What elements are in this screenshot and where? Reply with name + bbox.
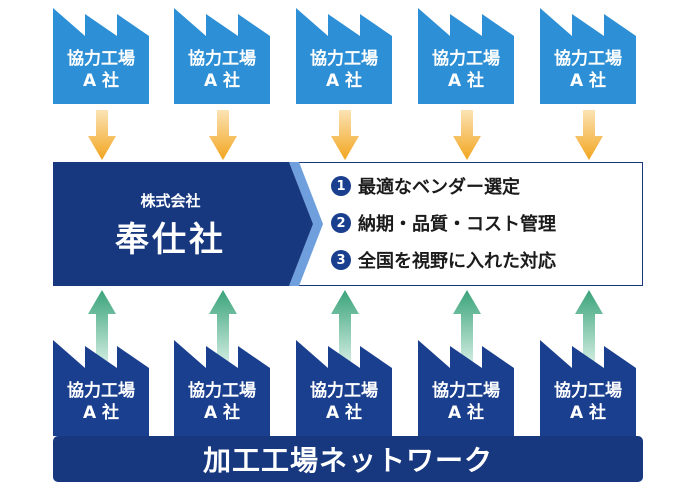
top-factory-5-name: 協力工場 xyxy=(554,49,622,69)
bottom-arrow-5 xyxy=(575,290,603,364)
bottom-factory-5-company: A 社 xyxy=(569,403,607,423)
top-arrow-1 xyxy=(88,110,116,160)
top-factory-4-icon xyxy=(418,8,514,104)
top-factory-5-icon xyxy=(540,8,636,104)
top-factory-4-name: 協力工場 xyxy=(432,49,500,69)
bottom-arrow-4 xyxy=(453,290,481,364)
point-text-2: 納期・品質・コスト管理 xyxy=(358,214,556,235)
point-item-1: 1 最適なベンダー選定 xyxy=(331,172,520,200)
bottom-arrow-1 xyxy=(88,290,116,364)
company-name: 奉仕社 xyxy=(115,220,226,260)
top-factory-5-company: A 社 xyxy=(569,71,607,91)
point-item-3: 3 全国を視野に入れた対応 xyxy=(331,246,556,274)
bottom-factory-4-icon xyxy=(418,340,514,436)
bottom-factory-4-company: A 社 xyxy=(447,403,485,423)
bottom-arrow-2 xyxy=(209,290,237,364)
point-number-badge-1: 1 xyxy=(331,176,351,196)
bottom-factory-3-name: 協力工場 xyxy=(310,381,378,401)
top-factory-2-name: 協力工場 xyxy=(188,49,256,69)
company-panel: 株式会社 奉仕社 1 最適なベンダー選定 2 納期・品質・コスト管理 3 全国を… xyxy=(53,162,643,286)
bottom-factory-4-name: 協力工場 xyxy=(432,381,500,401)
bottom-factory-2-company: A 社 xyxy=(203,403,241,423)
top-factory-2-icon xyxy=(174,8,270,104)
point-text-1: 最適なベンダー選定 xyxy=(358,177,520,198)
network-footer-label: 加工工場ネットワーク xyxy=(202,444,493,477)
bottom-arrow-3 xyxy=(331,290,359,364)
top-factory-1-icon xyxy=(53,8,149,104)
bottom-factory-5-name: 協力工場 xyxy=(554,381,622,401)
bottom-factory-5-icon xyxy=(540,340,636,436)
top-arrow-5 xyxy=(575,110,603,160)
bottom-factory-1-icon xyxy=(53,340,149,436)
network-footer-bar: 加工工場ネットワーク xyxy=(53,436,643,482)
company-type-label: 株式会社 xyxy=(140,192,201,210)
top-factory-3-company: A 社 xyxy=(325,71,363,91)
bottom-factory-2-name: 協力工場 xyxy=(188,381,256,401)
bottom-factory-2-icon xyxy=(174,340,270,436)
top-factory-1-company: A 社 xyxy=(82,71,120,91)
bottom-factory-1-name: 協力工場 xyxy=(67,381,135,401)
top-factory-1-name: 協力工場 xyxy=(67,49,135,69)
top-factory-4-company: A 社 xyxy=(447,71,485,91)
top-arrow-3 xyxy=(331,110,359,160)
point-number-badge-2: 2 xyxy=(331,213,351,233)
bottom-factory-1-company: A 社 xyxy=(82,403,120,423)
top-arrow-2 xyxy=(209,110,237,160)
bottom-factory-3-company: A 社 xyxy=(325,403,363,423)
top-factory-3-icon xyxy=(296,8,392,104)
top-factory-3-name: 協力工場 xyxy=(310,49,378,69)
point-text-3: 全国を視野に入れた対応 xyxy=(358,251,556,272)
point-item-2: 2 納期・品質・コスト管理 xyxy=(331,209,556,237)
point-number-badge-3: 3 xyxy=(331,250,351,270)
top-factory-2-company: A 社 xyxy=(203,71,241,91)
bottom-factory-3-icon xyxy=(296,340,392,436)
top-arrow-4 xyxy=(453,110,481,160)
